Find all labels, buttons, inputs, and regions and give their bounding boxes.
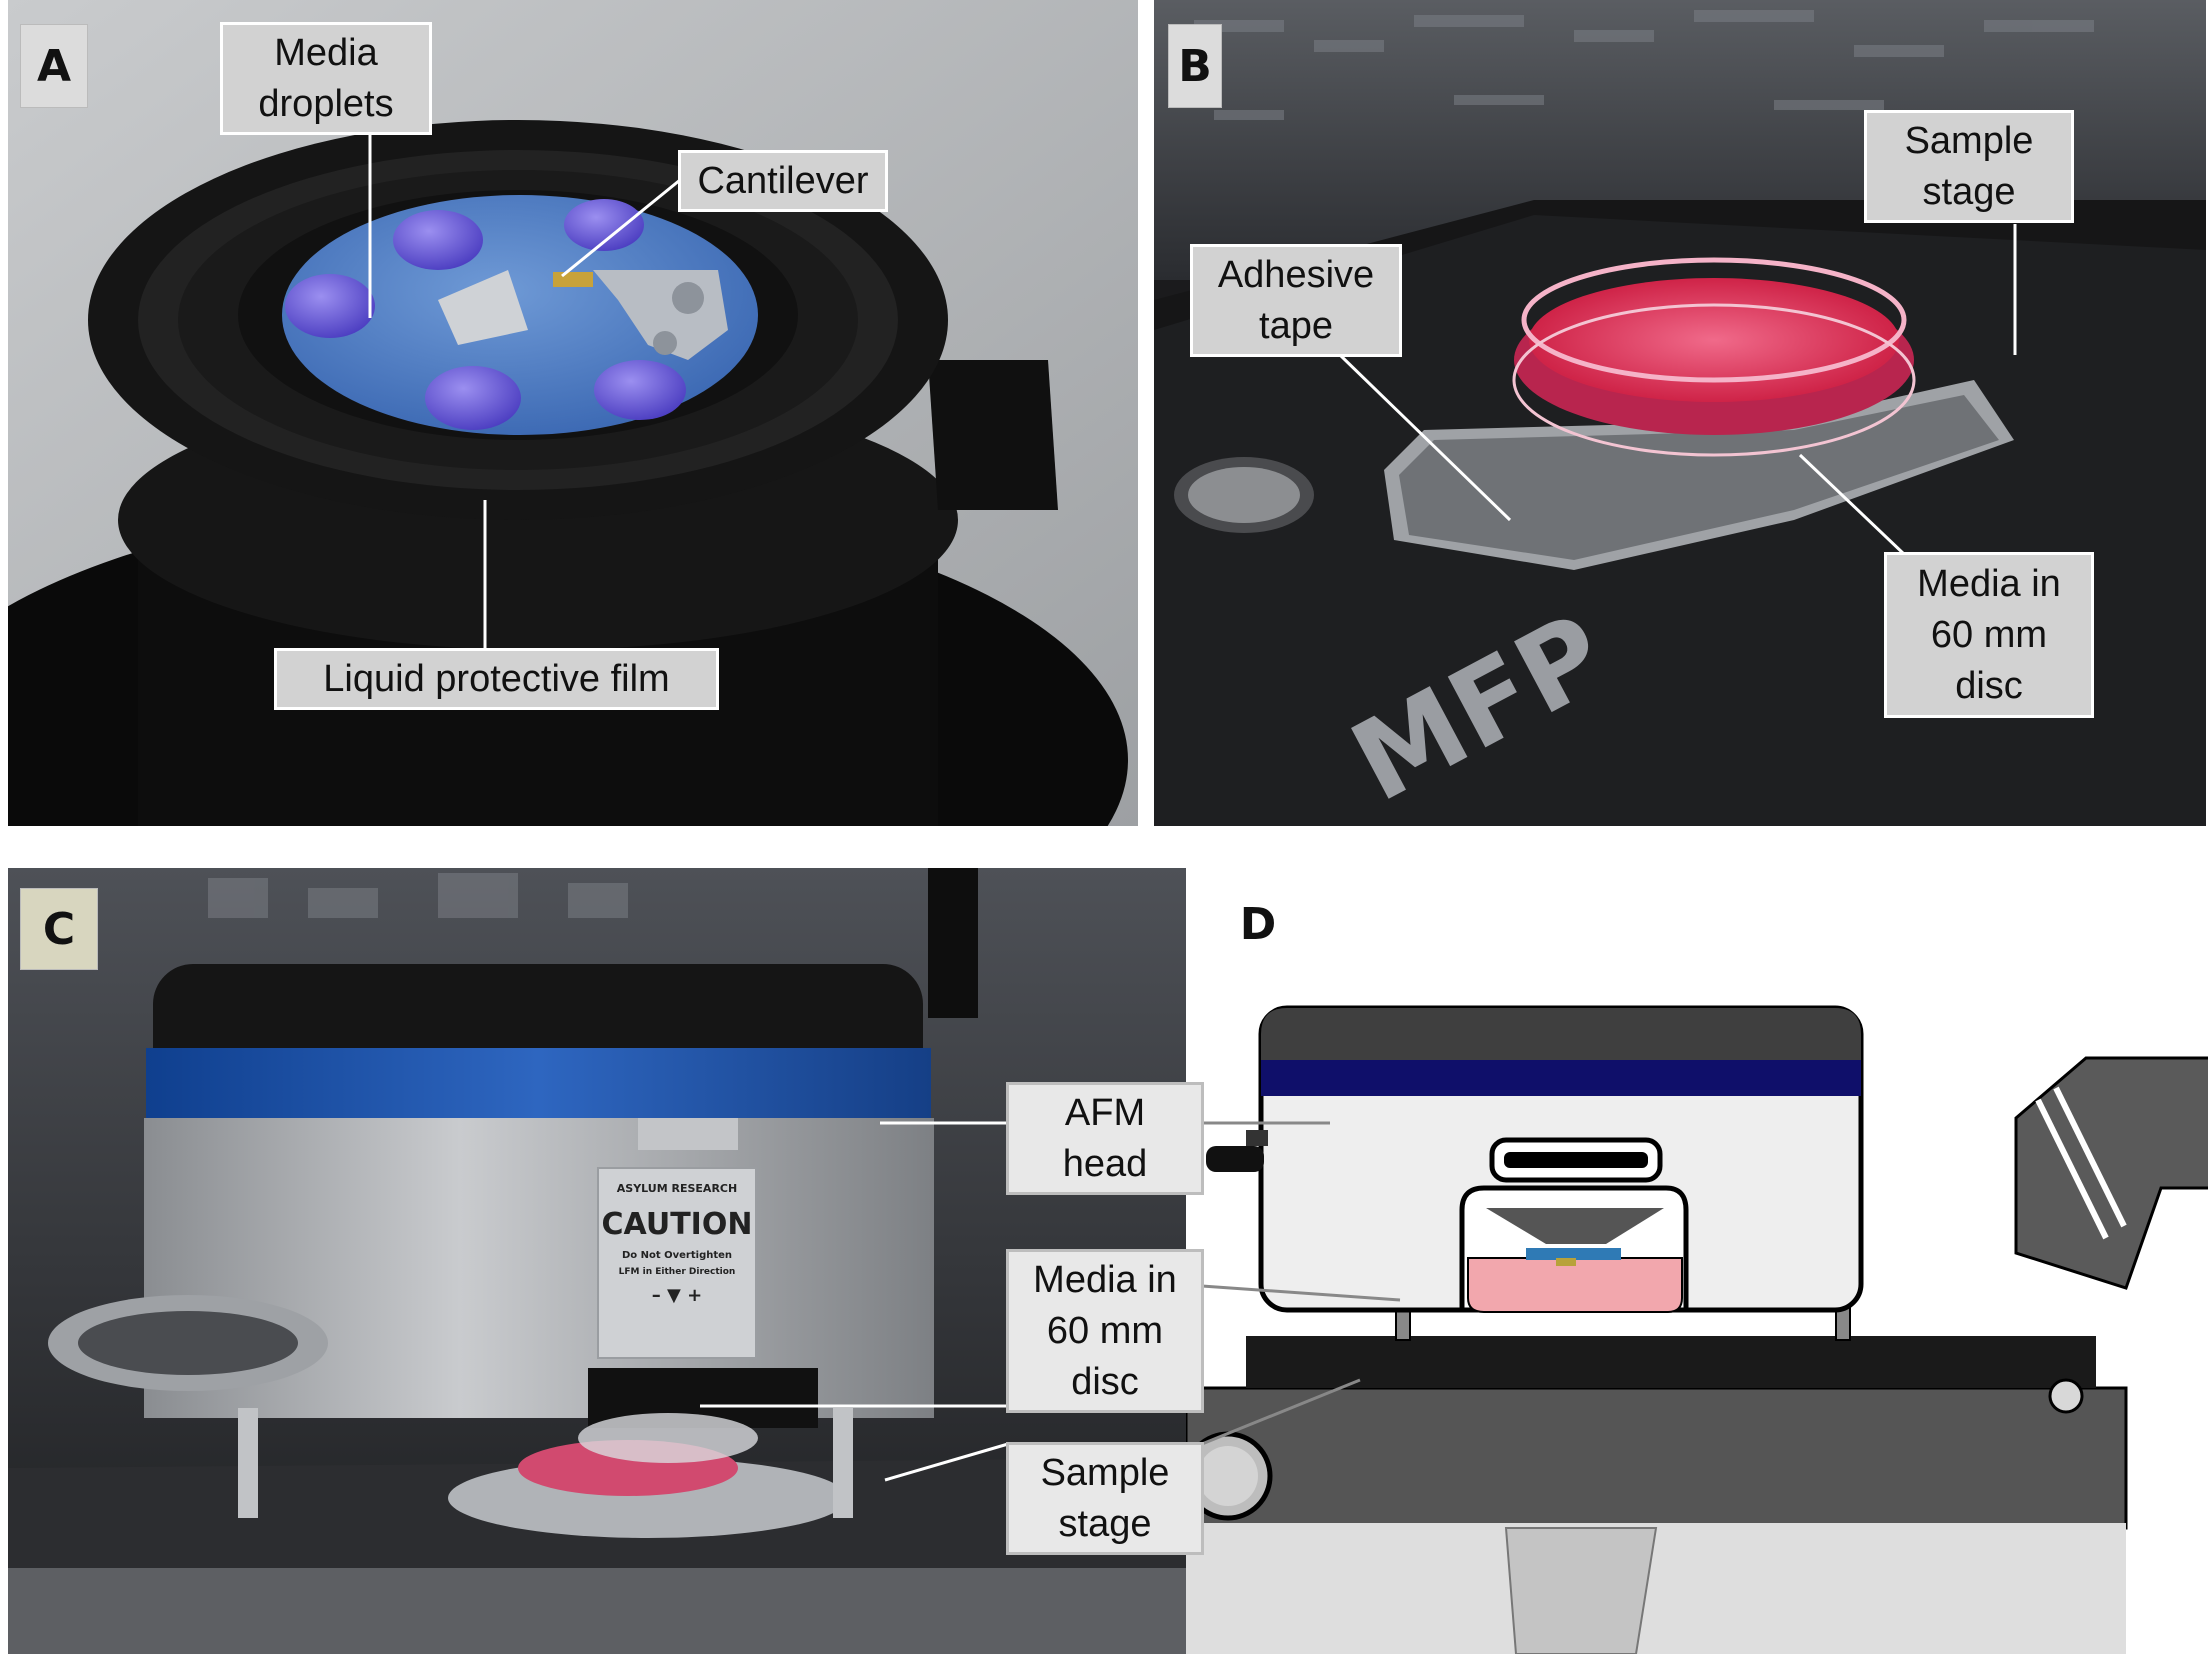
label-line: 60 mm xyxy=(1930,613,2048,656)
label-adhesive-tape: Adhesive tape xyxy=(1190,244,1402,357)
afm-holder-photo xyxy=(8,0,1138,826)
caution-line-2: LFM in Either Direction xyxy=(618,1267,736,1277)
label-line: Adhesive xyxy=(1217,253,1375,296)
panel-d-schematic: D xyxy=(1186,868,2208,1654)
afm-instrument-photo xyxy=(8,868,1186,1654)
label-line: tape xyxy=(1259,304,1333,347)
label-line: disc xyxy=(1071,1360,1139,1403)
label-line: Liquid protective film xyxy=(323,657,670,700)
label-liquid-protective-film: Liquid protective film xyxy=(274,648,719,710)
panel-c-photo: ASYLUM RESEARCH CAUTION Do Not Overtight… xyxy=(8,868,1186,1654)
panel-d-letter: D xyxy=(1239,898,1277,950)
label-media-disc-cd: Media in 60 mm disc xyxy=(1006,1249,1204,1413)
panel-a-letter: A xyxy=(20,24,88,108)
label-line: 60 mm xyxy=(1046,1309,1164,1352)
caution-line-1: Do Not Overtighten xyxy=(621,1250,733,1261)
label-line: head xyxy=(1062,1142,1148,1185)
label-line: disc xyxy=(1955,664,2023,707)
label-sample-stage-cd: Sample stage xyxy=(1006,1442,1204,1555)
caution-sticker: ASYLUM RESEARCH CAUTION Do Not Overtight… xyxy=(598,1168,756,1358)
label-media-disc-b: Media in 60 mm disc xyxy=(1884,552,2094,718)
label-line: Sample xyxy=(1904,119,2034,162)
caution-arrows: – ▼ + xyxy=(651,1285,703,1306)
label-line: stage xyxy=(1058,1502,1152,1545)
label-sample-stage-b: Sample stage xyxy=(1864,110,2074,223)
label-afm-head: AFM head xyxy=(1006,1082,1204,1195)
label-line: Media in xyxy=(1917,562,2061,605)
panel-a-photo: A xyxy=(8,0,1138,826)
panel-b-letter: B xyxy=(1168,24,1222,108)
caution-title: CAUTION xyxy=(601,1207,753,1242)
caution-brand: ASYLUM RESEARCH xyxy=(616,1182,738,1195)
label-cantilever: Cantilever xyxy=(678,150,888,212)
label-line: Cantilever xyxy=(697,159,869,202)
label-line: AFM xyxy=(1064,1091,1146,1134)
label-line: Sample xyxy=(1040,1451,1170,1494)
afm-schematic xyxy=(1186,868,2208,1654)
label-line: Media xyxy=(274,31,378,74)
label-line: stage xyxy=(1922,170,2016,213)
panel-c-letter: C xyxy=(20,888,98,970)
label-line: Media in xyxy=(1033,1258,1177,1301)
label-line: droplets xyxy=(258,82,394,125)
label-media-droplets: Media droplets xyxy=(220,22,432,135)
